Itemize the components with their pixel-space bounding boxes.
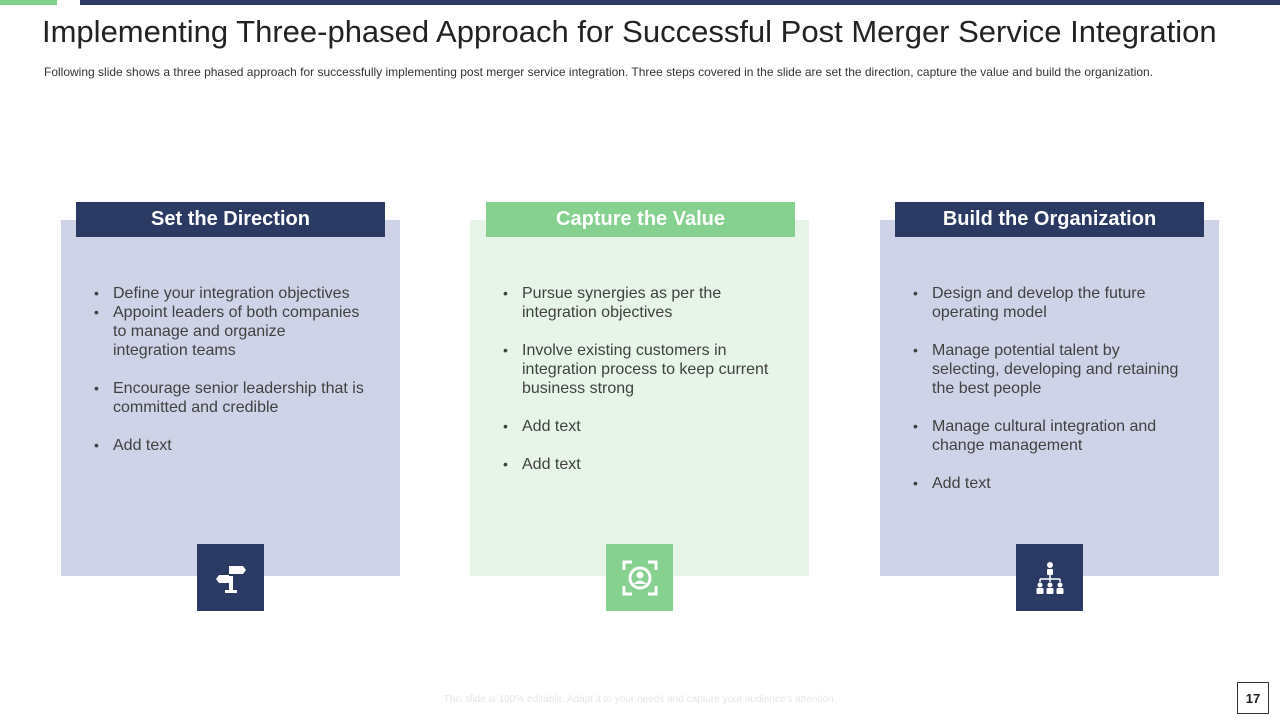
bullet-item: Add text bbox=[913, 474, 1183, 493]
slide-subtitle: Following slide shows a three phased app… bbox=[44, 65, 1154, 79]
bullet-item: Appoint leaders of both companies to man… bbox=[94, 303, 364, 360]
slide-title: Implementing Three-phased Approach for S… bbox=[42, 14, 1217, 49]
bullet-item: Add text bbox=[503, 417, 773, 436]
org-hierarchy-icon bbox=[1016, 544, 1083, 611]
bullet-item: Encourage senior leadership that is comm… bbox=[94, 379, 364, 417]
signpost-icon bbox=[197, 544, 264, 611]
card-set-direction-bullets: Define your integration objectives Appoi… bbox=[94, 284, 364, 455]
card-build-organization-bullets: Design and develop the future operating … bbox=[913, 284, 1183, 493]
card-build-organization-panel bbox=[880, 220, 1219, 576]
card-capture-value-bullets: Pursue synergies as per the integration … bbox=[503, 284, 773, 474]
card-capture-value-header: Capture the Value bbox=[486, 202, 795, 237]
page-number: 17 bbox=[1237, 682, 1269, 714]
card-build-organization-header: Build the Organization bbox=[895, 202, 1204, 237]
focus-user-icon bbox=[606, 544, 673, 611]
bullet-item: Involve existing customers in integratio… bbox=[503, 341, 773, 398]
bullet-item: Manage cultural integration and change m… bbox=[913, 417, 1183, 455]
bullet-item: Add text bbox=[503, 455, 773, 474]
top-accent-navy bbox=[80, 0, 1280, 5]
card-capture-value-panel bbox=[470, 220, 809, 576]
bullet-item: Define your integration objectives bbox=[94, 284, 364, 303]
bullet-item: Add text bbox=[94, 436, 364, 455]
bullet-item: Design and develop the future operating … bbox=[913, 284, 1183, 322]
card-set-direction-header: Set the Direction bbox=[76, 202, 385, 237]
bullet-item: Pursue synergies as per the integration … bbox=[503, 284, 773, 322]
bullet-item: Manage potential talent by selecting, de… bbox=[913, 341, 1183, 398]
top-accent-green bbox=[0, 0, 57, 5]
footer-note: This slide is 100% editable. Adapt it to… bbox=[443, 694, 837, 705]
